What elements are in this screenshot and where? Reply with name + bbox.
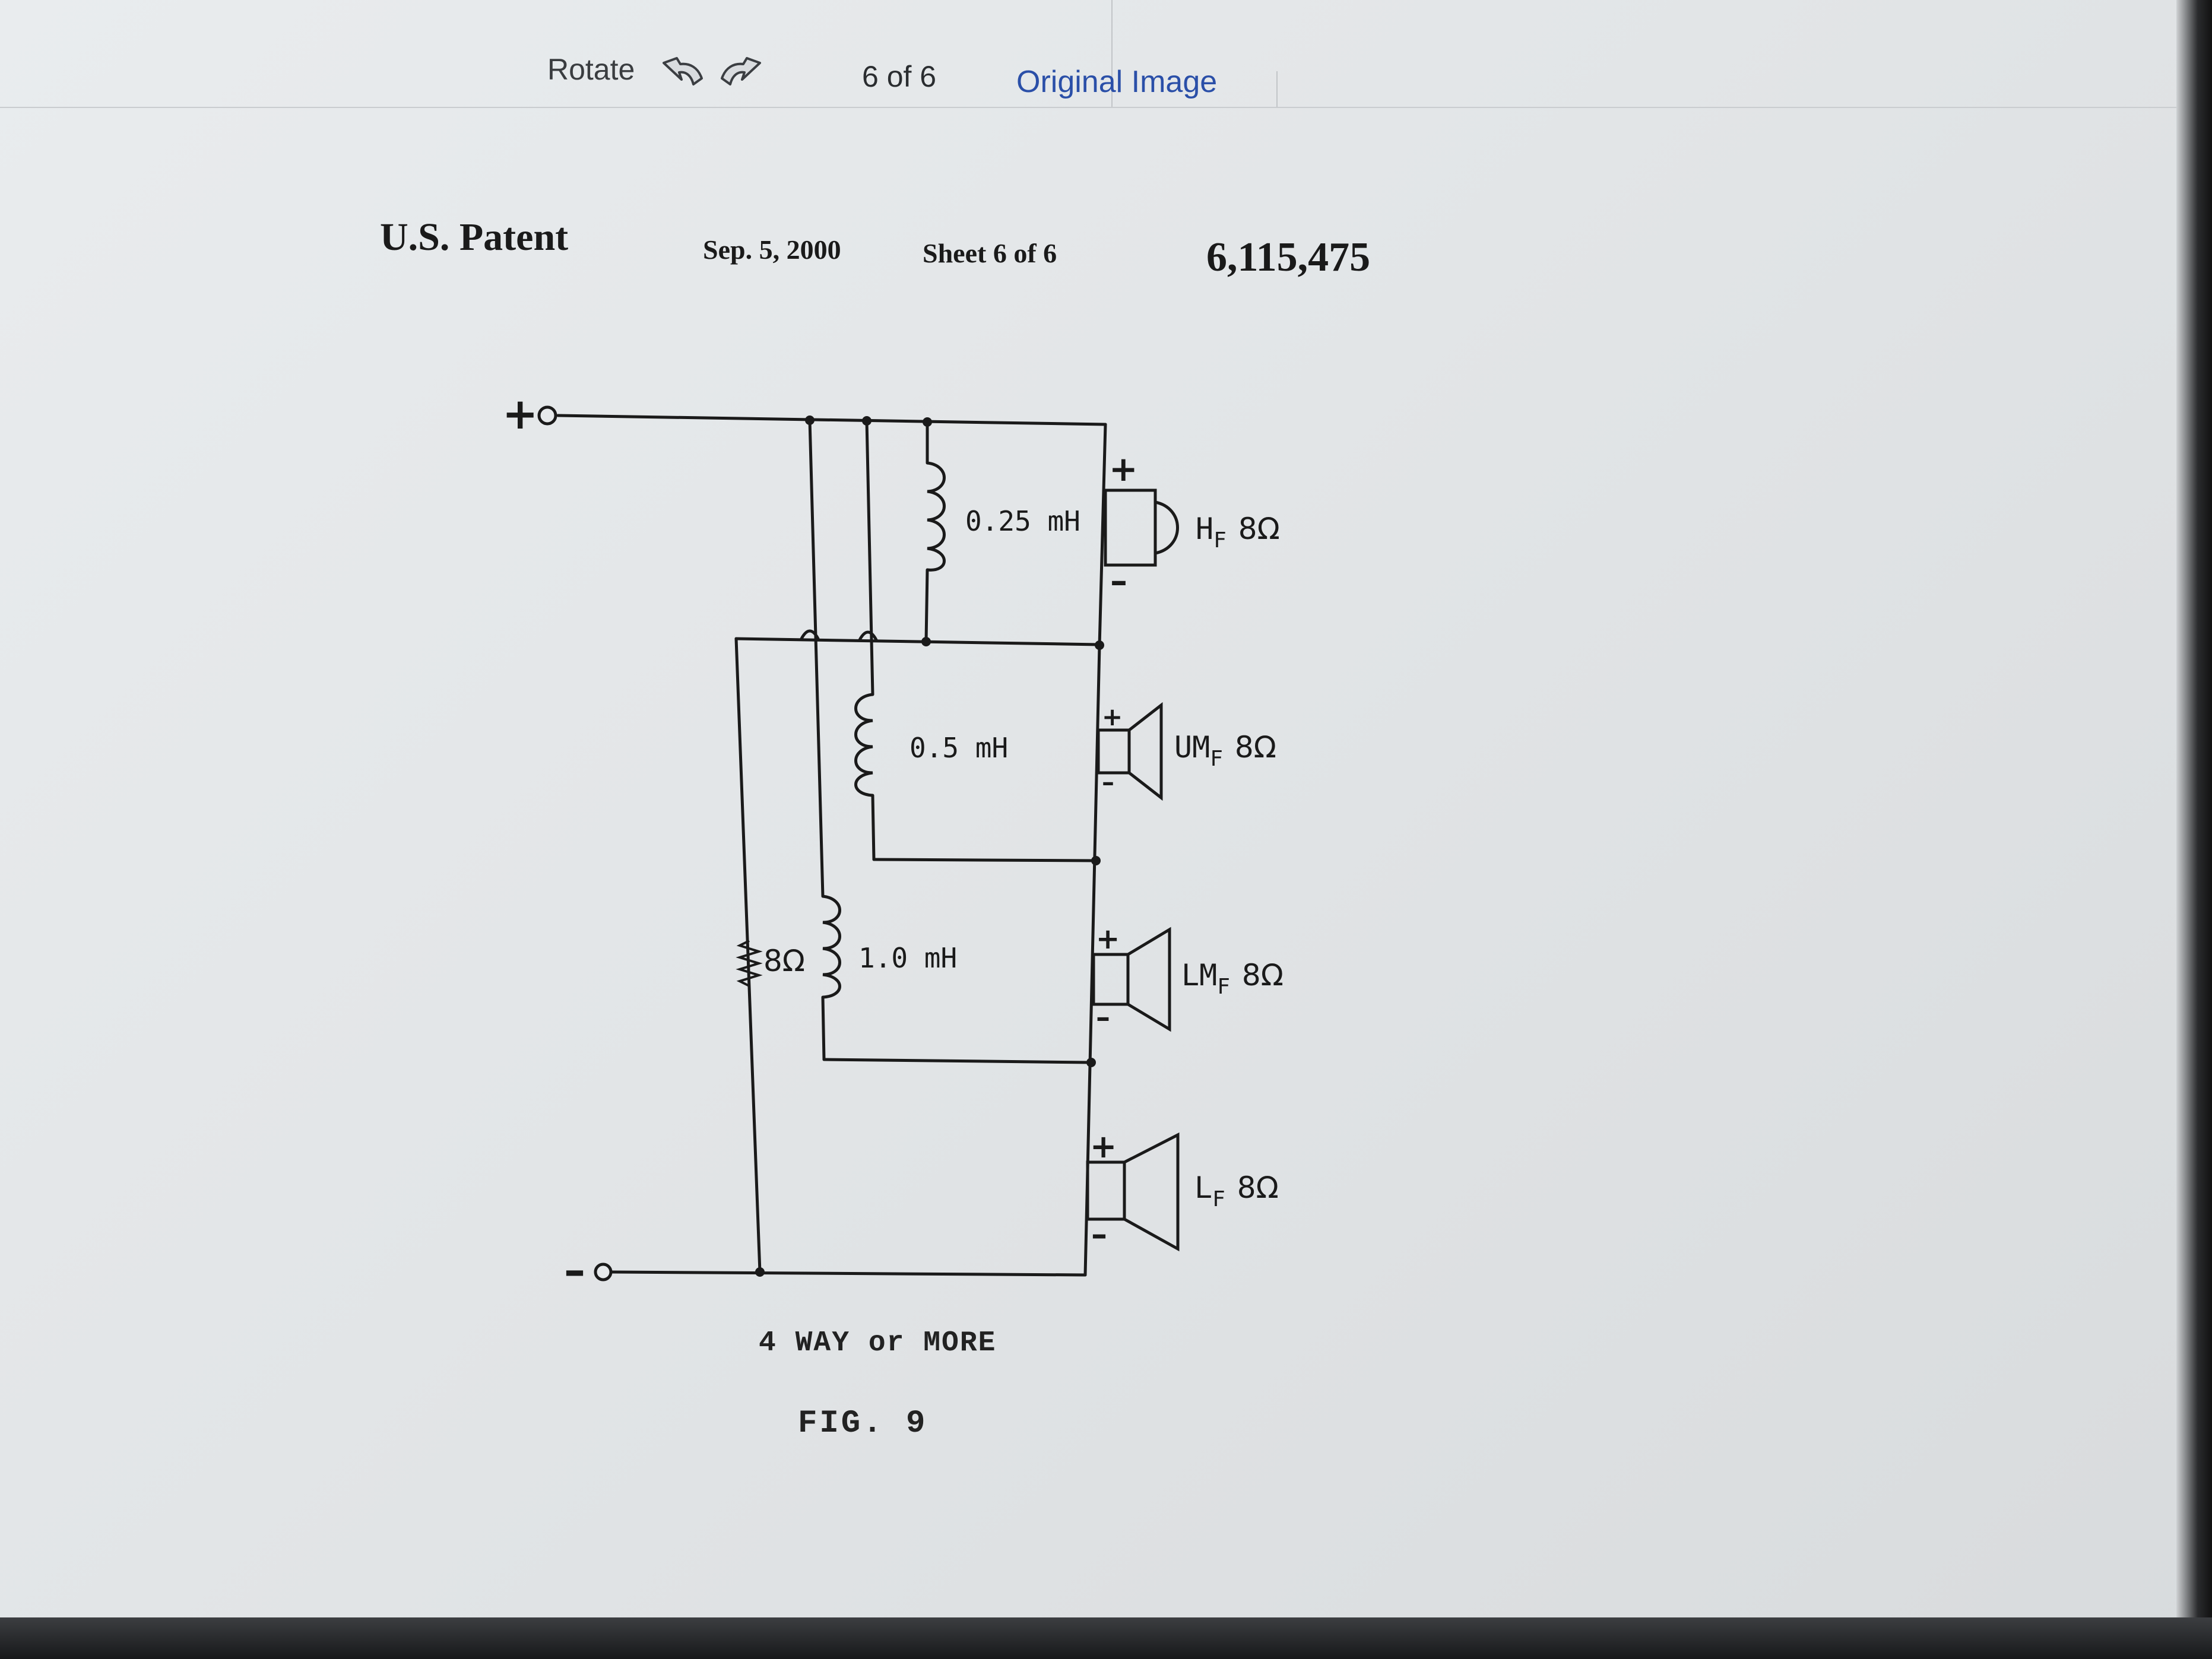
lf-impedance: 8Ω <box>1237 1171 1279 1205</box>
lmf-label-sub: F <box>1217 975 1230 999</box>
rotate-right-icon <box>721 57 761 85</box>
umf-impedance: 8Ω <box>1235 730 1276 765</box>
lf-label-sub: F <box>1212 1187 1225 1211</box>
hf-impedance: 8Ω <box>1238 512 1280 546</box>
lf-minus-label: – <box>1091 1216 1107 1253</box>
hf-label: HF 8Ω <box>1196 512 1280 553</box>
junction-dot <box>921 637 931 646</box>
lmf-impedance: 8Ω <box>1242 958 1284 992</box>
node-row-1-wire <box>734 637 1101 646</box>
wire-crossing-hop <box>858 630 878 642</box>
umf-magnet <box>1097 728 1131 775</box>
negative-terminal-label: – <box>564 1245 585 1295</box>
patent-number: 6,115,475 <box>1206 234 1371 280</box>
toolbar-divider <box>1276 71 1278 107</box>
lmf-driver: + – LMF 8Ω <box>1092 922 1284 1034</box>
inductor-0-25mh-icon <box>927 461 946 572</box>
negative-bus-wire <box>610 1270 1087 1277</box>
hf-right-wire <box>1098 423 1107 648</box>
junction-dot <box>1086 1058 1096 1067</box>
hf-minus-label: – <box>1110 560 1127 601</box>
monitor-bezel-right <box>2176 0 2212 1659</box>
coil-lead-wire <box>871 794 876 861</box>
resistor-icon <box>736 940 763 987</box>
rotate-right-button[interactable] <box>716 52 766 90</box>
lmf-minus-label: – <box>1096 1001 1110 1034</box>
inductor-1-0mh-icon <box>822 894 841 999</box>
junction-dot <box>923 417 932 427</box>
hf-driver: + – HF 8Ω <box>1104 449 1280 601</box>
monitor-bezel-bottom <box>0 1617 2212 1659</box>
speaker-cone-icon <box>1126 927 1171 1032</box>
wire-crossing-hop <box>800 629 820 640</box>
negative-terminal-icon <box>594 1263 613 1281</box>
speaker-cone-icon <box>1127 702 1163 801</box>
lf-plus-label: + <box>1090 1128 1117 1165</box>
positive-bus-wire <box>556 414 1107 426</box>
junction-dot <box>805 415 815 425</box>
inductor-0-5mh-label: 0.5 mH <box>909 732 1008 764</box>
inductor-0-5mh-icon <box>854 693 873 797</box>
umf-plus-label: + <box>1102 702 1123 731</box>
configuration-caption: 4 WAY or MORE <box>759 1327 997 1359</box>
lf-label: LF 8Ω <box>1194 1171 1279 1211</box>
viewer-toolbar <box>0 0 2212 108</box>
tweeter-dome-icon <box>1155 500 1179 555</box>
lmf-label: LMF 8Ω <box>1181 958 1284 999</box>
original-image-link[interactable]: Original Image <box>1016 65 1218 99</box>
node-row-3-wire <box>822 1058 1093 1064</box>
vertical-wire-2 <box>865 419 874 696</box>
junction-dot <box>862 416 872 426</box>
inductor-0-25mh-label: 0.25 mH <box>965 505 1080 537</box>
lf-magnet <box>1086 1160 1126 1221</box>
umf-label: UMF 8Ω <box>1174 730 1276 771</box>
positive-terminal-icon <box>537 405 557 426</box>
hf-driver-body <box>1104 488 1157 567</box>
umf-minus-label: – <box>1102 767 1114 797</box>
lmf-plus-label: + <box>1096 922 1120 956</box>
umf-label-sub: F <box>1210 747 1223 771</box>
umf-driver: + – UMF 8Ω <box>1097 702 1276 801</box>
umf-label-main: UM <box>1174 730 1210 765</box>
rotate-left-button[interactable] <box>658 52 708 90</box>
patent-title: U.S. Patent <box>380 215 569 259</box>
junction-dot <box>1095 640 1104 650</box>
toolbar-divider <box>1111 0 1113 107</box>
page-indicator: 6 of 6 <box>862 60 937 93</box>
patent-sheet: Sheet 6 of 6 <box>923 238 1057 268</box>
node-row-2-wire <box>872 858 1098 862</box>
figure-caption: FIG. 9 <box>798 1406 928 1442</box>
lf-label-main: L <box>1194 1171 1212 1205</box>
hf-plus-label: + <box>1109 449 1138 489</box>
rotate-left-icon <box>663 57 703 85</box>
coil-lead-wire <box>821 995 826 1061</box>
hf-label-sub: F <box>1213 528 1227 553</box>
positive-terminal-label: + <box>502 389 538 439</box>
lmf-magnet <box>1092 953 1130 1006</box>
hf-label-main: H <box>1196 512 1213 546</box>
patent-date: Sep. 5, 2000 <box>703 234 841 265</box>
lmf-label-main: LM <box>1181 958 1217 992</box>
rotate-label: Rotate <box>547 53 635 86</box>
lf-driver: + – LF 8Ω <box>1086 1128 1279 1253</box>
resistor-label: 8Ω <box>763 944 805 978</box>
vertical-wire-1 <box>808 418 825 898</box>
inductor-1-0mh-label: 1.0 mH <box>858 942 957 974</box>
junction-dot <box>1091 856 1101 865</box>
speaker-cone-icon <box>1123 1132 1180 1252</box>
junction-dot <box>755 1267 765 1277</box>
vertical-wire-3b <box>924 568 929 643</box>
